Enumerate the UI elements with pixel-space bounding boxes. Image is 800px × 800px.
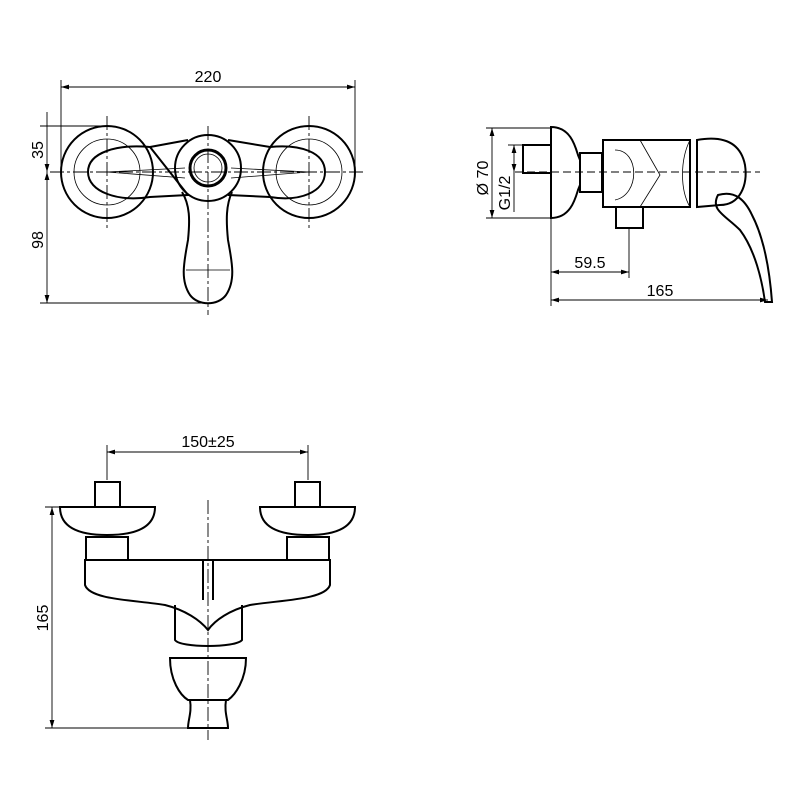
- lever-handle: [181, 191, 234, 305]
- spacing-dimension-label: 150±25: [181, 434, 234, 451]
- thread-dimension-label: G1/2: [497, 176, 514, 211]
- diameter-dimension-label: Ø 70: [475, 161, 492, 196]
- depth-dimension-label: 165: [647, 283, 674, 300]
- offset-dimension-label: 35: [30, 141, 47, 159]
- width-dimension-label: 220: [195, 69, 222, 86]
- valve-body: [602, 139, 691, 208]
- handle-cap: [696, 137, 747, 209]
- bottom-body: [84, 559, 331, 632]
- height-dimension-label: 165: [35, 605, 52, 632]
- side-view: Ø 70 G1/2 59.5 165: [475, 125, 774, 306]
- side-lever: [714, 192, 774, 303]
- front-view: 220 35 98: [30, 69, 365, 315]
- handle-dimension-label: 98: [30, 231, 47, 249]
- outlet-dimension-label: 59.5: [574, 255, 605, 272]
- bonnet: [168, 657, 248, 701]
- bottom-view: 150±25 165: [35, 434, 357, 740]
